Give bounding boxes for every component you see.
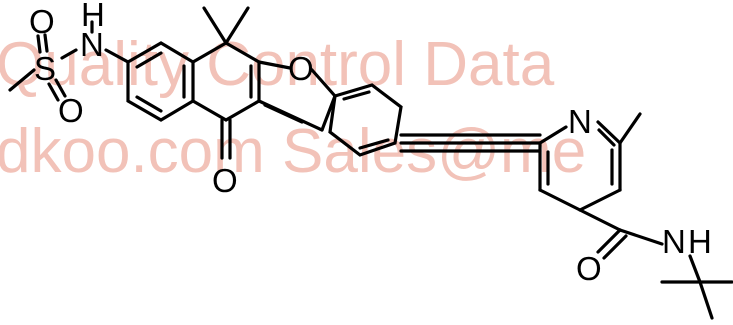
ring-left-double-1 [135, 51, 163, 69]
atom-o-ketone: O [212, 162, 238, 199]
bond-methyl-2 [224, 6, 250, 45]
bond-amide-o-b [602, 234, 628, 260]
bond-s-methyl [8, 68, 36, 92]
bond-s-o-bottom-a [54, 78, 67, 98]
bond-s-o-top-b [43, 33, 49, 53]
bond-n-aryl [104, 48, 130, 64]
pyr-bond-2 [596, 120, 622, 145]
bond-furan-5 [263, 103, 304, 124]
bond-c-gem-dimethyl-b [224, 41, 261, 64]
ring-right-benzene [328, 83, 403, 157]
atom-labels: H N S O O O O N O N H [29, 0, 712, 287]
atom-h-amide: H [688, 223, 712, 260]
ring-right-double-2 [358, 138, 390, 150]
pyr-bond-5 [538, 188, 582, 212]
atom-n-pyridine: N [568, 103, 592, 140]
bond-furan-1 [257, 60, 292, 70]
pyr-double-3 [597, 128, 616, 147]
bond-n-tbu [688, 254, 702, 284]
bond-amide-n [618, 228, 664, 246]
atom-n-amide: N [662, 223, 686, 260]
bond-pyr-amide [578, 208, 622, 232]
atom-h-sulfonamide: H [81, 0, 105, 33]
ring-right-double-1 [342, 90, 371, 101]
bond-amide-o-a [596, 228, 622, 254]
bond-tbu-3 [698, 280, 714, 320]
bond-mid-c-c [224, 99, 261, 122]
bonds [8, 6, 733, 320]
atom-o-amide: O [576, 250, 602, 287]
bond-pyr-methyl [618, 112, 642, 145]
atom-s: S [34, 50, 56, 87]
atom-n-sulfonamide: N [80, 26, 104, 63]
bond-s-o-bottom-b [47, 82, 60, 102]
bond-furan-2 [310, 68, 337, 98]
pyr-bond-4 [578, 188, 622, 212]
bond-methyl-1 [202, 6, 228, 45]
atom-o-furan: O [288, 50, 314, 87]
atom-o-s-top: O [29, 3, 55, 40]
bond-s-o-top-a [36, 34, 42, 54]
pyr-bond-1 [538, 125, 568, 145]
bond-c-gem-dimethyl-a [191, 41, 228, 64]
bond-mid-c-ring [191, 99, 228, 122]
bond-s-n [60, 48, 78, 60]
ring-left-double-2 [135, 95, 163, 113]
atom-o-s-bottom: O [58, 92, 84, 129]
